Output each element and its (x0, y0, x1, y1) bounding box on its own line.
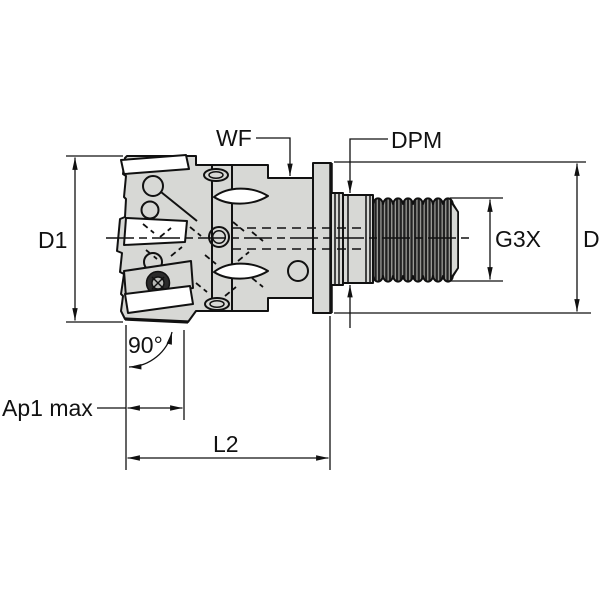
insert-top (120, 154, 190, 175)
ring-stack (330, 192, 344, 286)
thread-profile (372, 197, 459, 283)
insert-middle (123, 217, 188, 246)
screw-head-upper-1 (142, 175, 164, 197)
label-g3x: G3X (495, 226, 541, 252)
label-dpm: DPM (391, 127, 442, 153)
label-d: D (583, 226, 600, 252)
wf-leader-arrow (256, 137, 293, 177)
dimension-corner-angle: 90° (128, 331, 173, 370)
label-angle: 90° (128, 332, 163, 358)
dpm-leader-arrow-top (347, 138, 388, 194)
dimension-l2: L2 (127, 431, 329, 461)
flute-gullet-bottom (213, 262, 269, 280)
label-d1: D1 (38, 227, 67, 253)
insert-bottom (124, 285, 194, 314)
coolant-slot-top-inner (208, 171, 224, 179)
dimension-wf: WF (216, 125, 293, 177)
dimension-g3x: G3X (446, 197, 541, 282)
dimension-d1: D1 (38, 155, 123, 323)
thread-end-chamfer (450, 199, 459, 281)
head-bottom-edge (124, 317, 189, 324)
label-ap1-max: Ap1 max (2, 395, 93, 421)
coolant-slot-top (203, 168, 229, 182)
flute-gullet-top (213, 187, 269, 205)
flute-edge-line (160, 191, 198, 222)
screw-head-upper-2 (140, 200, 160, 220)
angle-arc (128, 331, 173, 370)
dimension-d: D (334, 161, 600, 314)
label-l2: L2 (213, 431, 239, 457)
pilot-hole-inner (211, 229, 227, 245)
hidden-bore-lines (232, 227, 362, 250)
hidden-dash-marks (142, 221, 264, 297)
dimension-ap1: Ap1 max (2, 395, 183, 421)
label-wf: WF (216, 125, 252, 151)
body-hole (287, 260, 309, 282)
coolant-slot-bottom (204, 297, 230, 311)
dimension-dpm: DPM (347, 127, 442, 328)
coolant-slot-bottom-inner (209, 300, 225, 308)
torx-slot (151, 276, 165, 290)
pilot-hole (208, 226, 230, 248)
